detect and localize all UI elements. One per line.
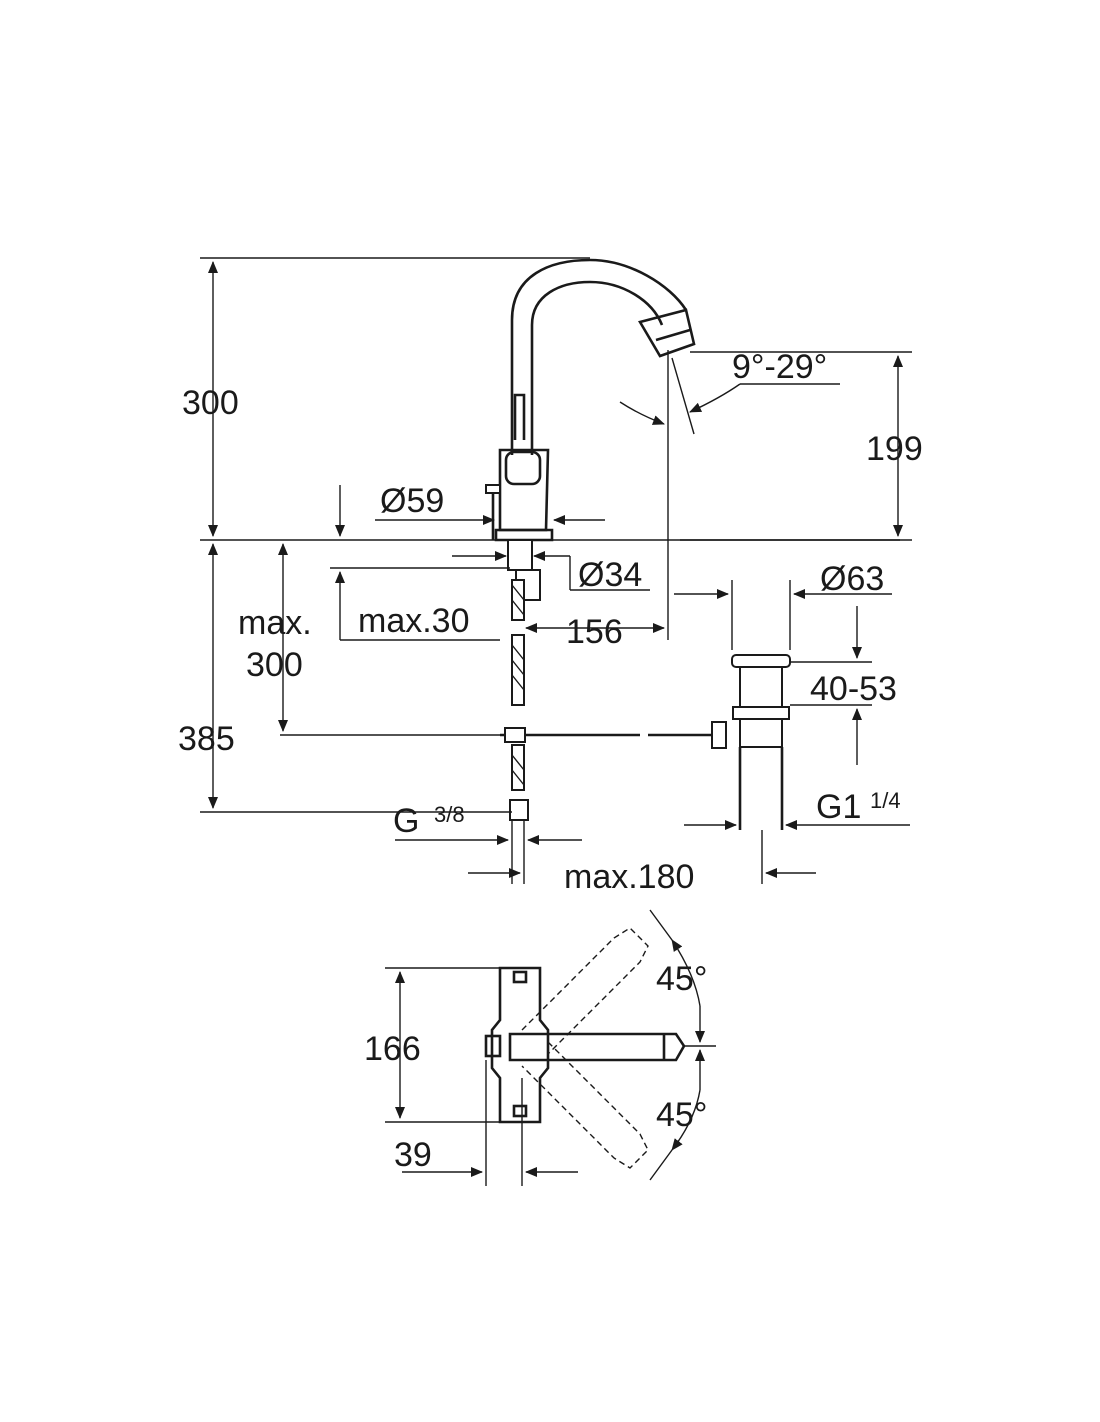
label-g-fraction: 3/8 [434,802,465,827]
hose-hatch-2 [511,644,525,691]
angle-arc-right [689,383,741,413]
angle-lower-arc [671,1089,701,1151]
label-g1-main: G1 [816,788,861,826]
handle-cap [504,450,542,486]
spout-angle-line [671,357,695,435]
hose-hatch [511,584,525,616]
label-156: 156 [566,613,623,651]
label-diameter-34: Ø34 [578,556,642,594]
label-max: max. [238,604,312,642]
aerator [638,308,696,358]
label-angle-upper: 45° [656,960,707,998]
popup-knob [485,484,501,494]
lever [513,393,526,440]
label-diameter-59: Ø59 [380,482,444,520]
label-angle: 9°-29° [732,348,827,386]
angle-lower-ext [649,1149,673,1181]
label-385: 385 [178,720,235,758]
label-300: 300 [182,384,239,422]
supply-hose-low [511,744,525,791]
waste-flange [731,654,791,668]
angle-arc-left [619,401,665,425]
hose-hatch-3 [511,754,525,786]
dimension-labels: 300 9°-29° 199 Ø59 Ø34 Ø63 max.30 156 ma… [178,348,923,1174]
plan-popup [484,1034,502,1058]
spout-inner [530,280,664,455]
label-40-53: 40-53 [810,670,897,708]
label-199: 199 [866,430,923,468]
supply-hose-mid [511,634,525,706]
waste-nut [732,706,790,720]
plan-screw-top [512,970,528,984]
label-diameter-63: Ø63 [820,560,884,598]
plan-spout [508,1032,686,1062]
rod-pivot [711,721,727,749]
spout-outer [510,258,688,455]
faucet-base [494,528,554,542]
waste-body [739,666,783,708]
label-39: 39 [394,1136,432,1174]
label-g1-fraction: 1/4 [870,788,901,813]
dimension-lines [200,257,912,884]
rod-clamp [504,727,526,743]
shank [507,539,533,571]
supply-hose-top [511,579,525,621]
label-max-300: 300 [246,646,303,684]
aerator-ring [655,328,691,342]
angle-upper-ext [649,909,673,941]
label-angle-lower: 45° [656,1096,707,1134]
plan-spout-upper [521,927,649,1055]
faucet-side-view [200,258,900,830]
label-max-30: max.30 [358,602,470,640]
label-166: 166 [364,1030,421,1068]
label-g-main: G [393,802,419,840]
plan-screw-bottom [512,1104,528,1118]
angle-upper-arc [671,939,701,1007]
faucet-plan-view [385,909,716,1186]
plan-spout-lower [521,1041,649,1169]
plan-body [490,966,550,1124]
waste-lower [739,718,783,748]
connector [509,799,529,821]
label-max-180: max.180 [564,858,694,896]
